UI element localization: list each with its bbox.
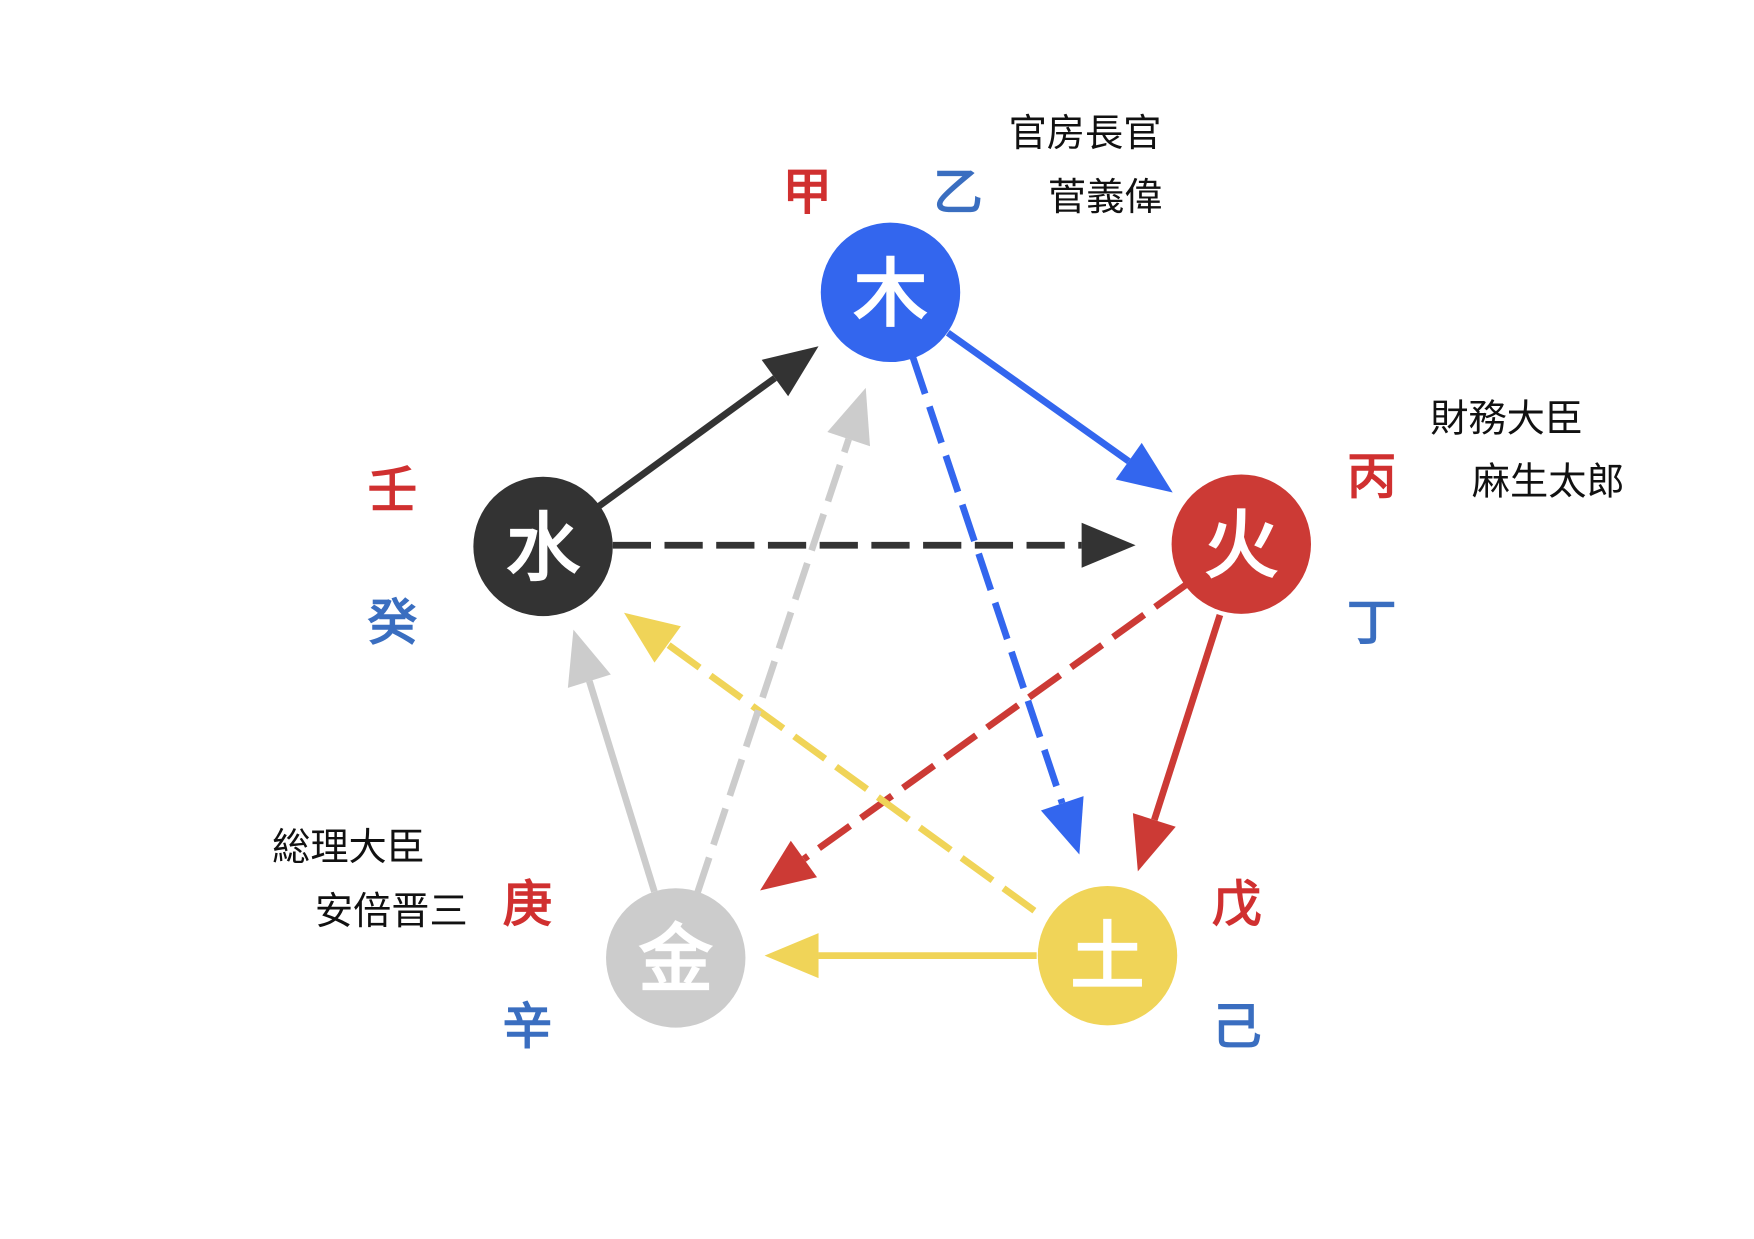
- element-node-fire: 火: [1171, 474, 1312, 614]
- arrow-metal-to-water: [567, 629, 658, 893]
- minister-name: 菅義偉: [1048, 176, 1163, 220]
- arrow-shaft: [945, 330, 1131, 464]
- arrows-layer: [567, 330, 1224, 979]
- yang-stem-label: 戊: [1212, 875, 1261, 933]
- yin-stem-label: 辛: [503, 997, 552, 1055]
- arrow-metal-to-wood: [693, 387, 871, 895]
- element-circle: [820, 222, 961, 363]
- arrowhead: [1081, 522, 1136, 568]
- element-node-earth: 土: [1037, 885, 1178, 1026]
- arrow-shaft: [801, 581, 1189, 862]
- arrowhead: [760, 840, 818, 891]
- arrow-shaft: [1151, 613, 1224, 821]
- minister-name: 麻生太郎: [1472, 461, 1625, 505]
- element-node-metal: 金: [606, 888, 746, 1028]
- element-char: 火: [1204, 502, 1278, 589]
- yin-stem-label: 乙: [933, 163, 982, 221]
- arrow-wood-to-earth: [909, 356, 1084, 855]
- arrowhead: [1040, 796, 1084, 855]
- yang-stem-label: 壬: [368, 461, 417, 519]
- arrow-fire-to-metal: [760, 581, 1189, 891]
- nodes-layer: 木火土 金 水: [473, 222, 1312, 1028]
- arrow-shaft: [586, 680, 658, 893]
- arrow-fire-to-earth: [1132, 613, 1224, 872]
- element-circle: [473, 476, 613, 617]
- arrow-shaft: [665, 641, 1037, 914]
- minister-title: 総理大臣: [272, 826, 425, 870]
- element-node-water: 水: [473, 476, 613, 617]
- arrowhead: [764, 933, 819, 979]
- yang-stem-label: 甲: [783, 163, 832, 221]
- minister-title: 財務大臣: [1430, 398, 1583, 442]
- arrowhead: [1132, 813, 1176, 872]
- arrow-shaft: [909, 356, 1066, 805]
- element-circle: [1171, 474, 1312, 614]
- arrow-water-to-wood: [597, 346, 819, 509]
- element-char: 水: [506, 504, 581, 591]
- arrow-earth-to-water: [624, 612, 1037, 914]
- minister-title: 官房長官: [1009, 112, 1162, 156]
- arrowhead: [624, 612, 681, 663]
- arrow-shaft: [597, 375, 777, 509]
- yin-stem-label: 丁: [1347, 594, 1396, 652]
- yin-stem-label: 癸: [368, 594, 418, 652]
- arrow-water-to-fire: [612, 522, 1136, 568]
- element-circle: [606, 888, 746, 1028]
- arrowhead: [827, 387, 871, 447]
- arrow-earth-to-metal: [764, 933, 1037, 979]
- element-char: 木: [853, 250, 927, 337]
- yin-stem-label: 己: [1212, 997, 1261, 1055]
- arrow-wood-to-fire: [945, 330, 1173, 493]
- yang-stem-label: 丙: [1347, 448, 1396, 506]
- arrow-shaft: [693, 438, 852, 895]
- element-char: 土: [1070, 914, 1144, 1001]
- arrowhead: [567, 629, 611, 688]
- minister-name: 安倍晋三: [315, 890, 468, 934]
- arrowhead: [1115, 442, 1173, 493]
- element-circle: [1037, 885, 1178, 1026]
- element-char: 金: [638, 916, 714, 1003]
- yang-stem-label: 庚: [503, 875, 552, 933]
- element-node-wood: 木: [820, 222, 961, 363]
- arrowhead: [761, 346, 819, 397]
